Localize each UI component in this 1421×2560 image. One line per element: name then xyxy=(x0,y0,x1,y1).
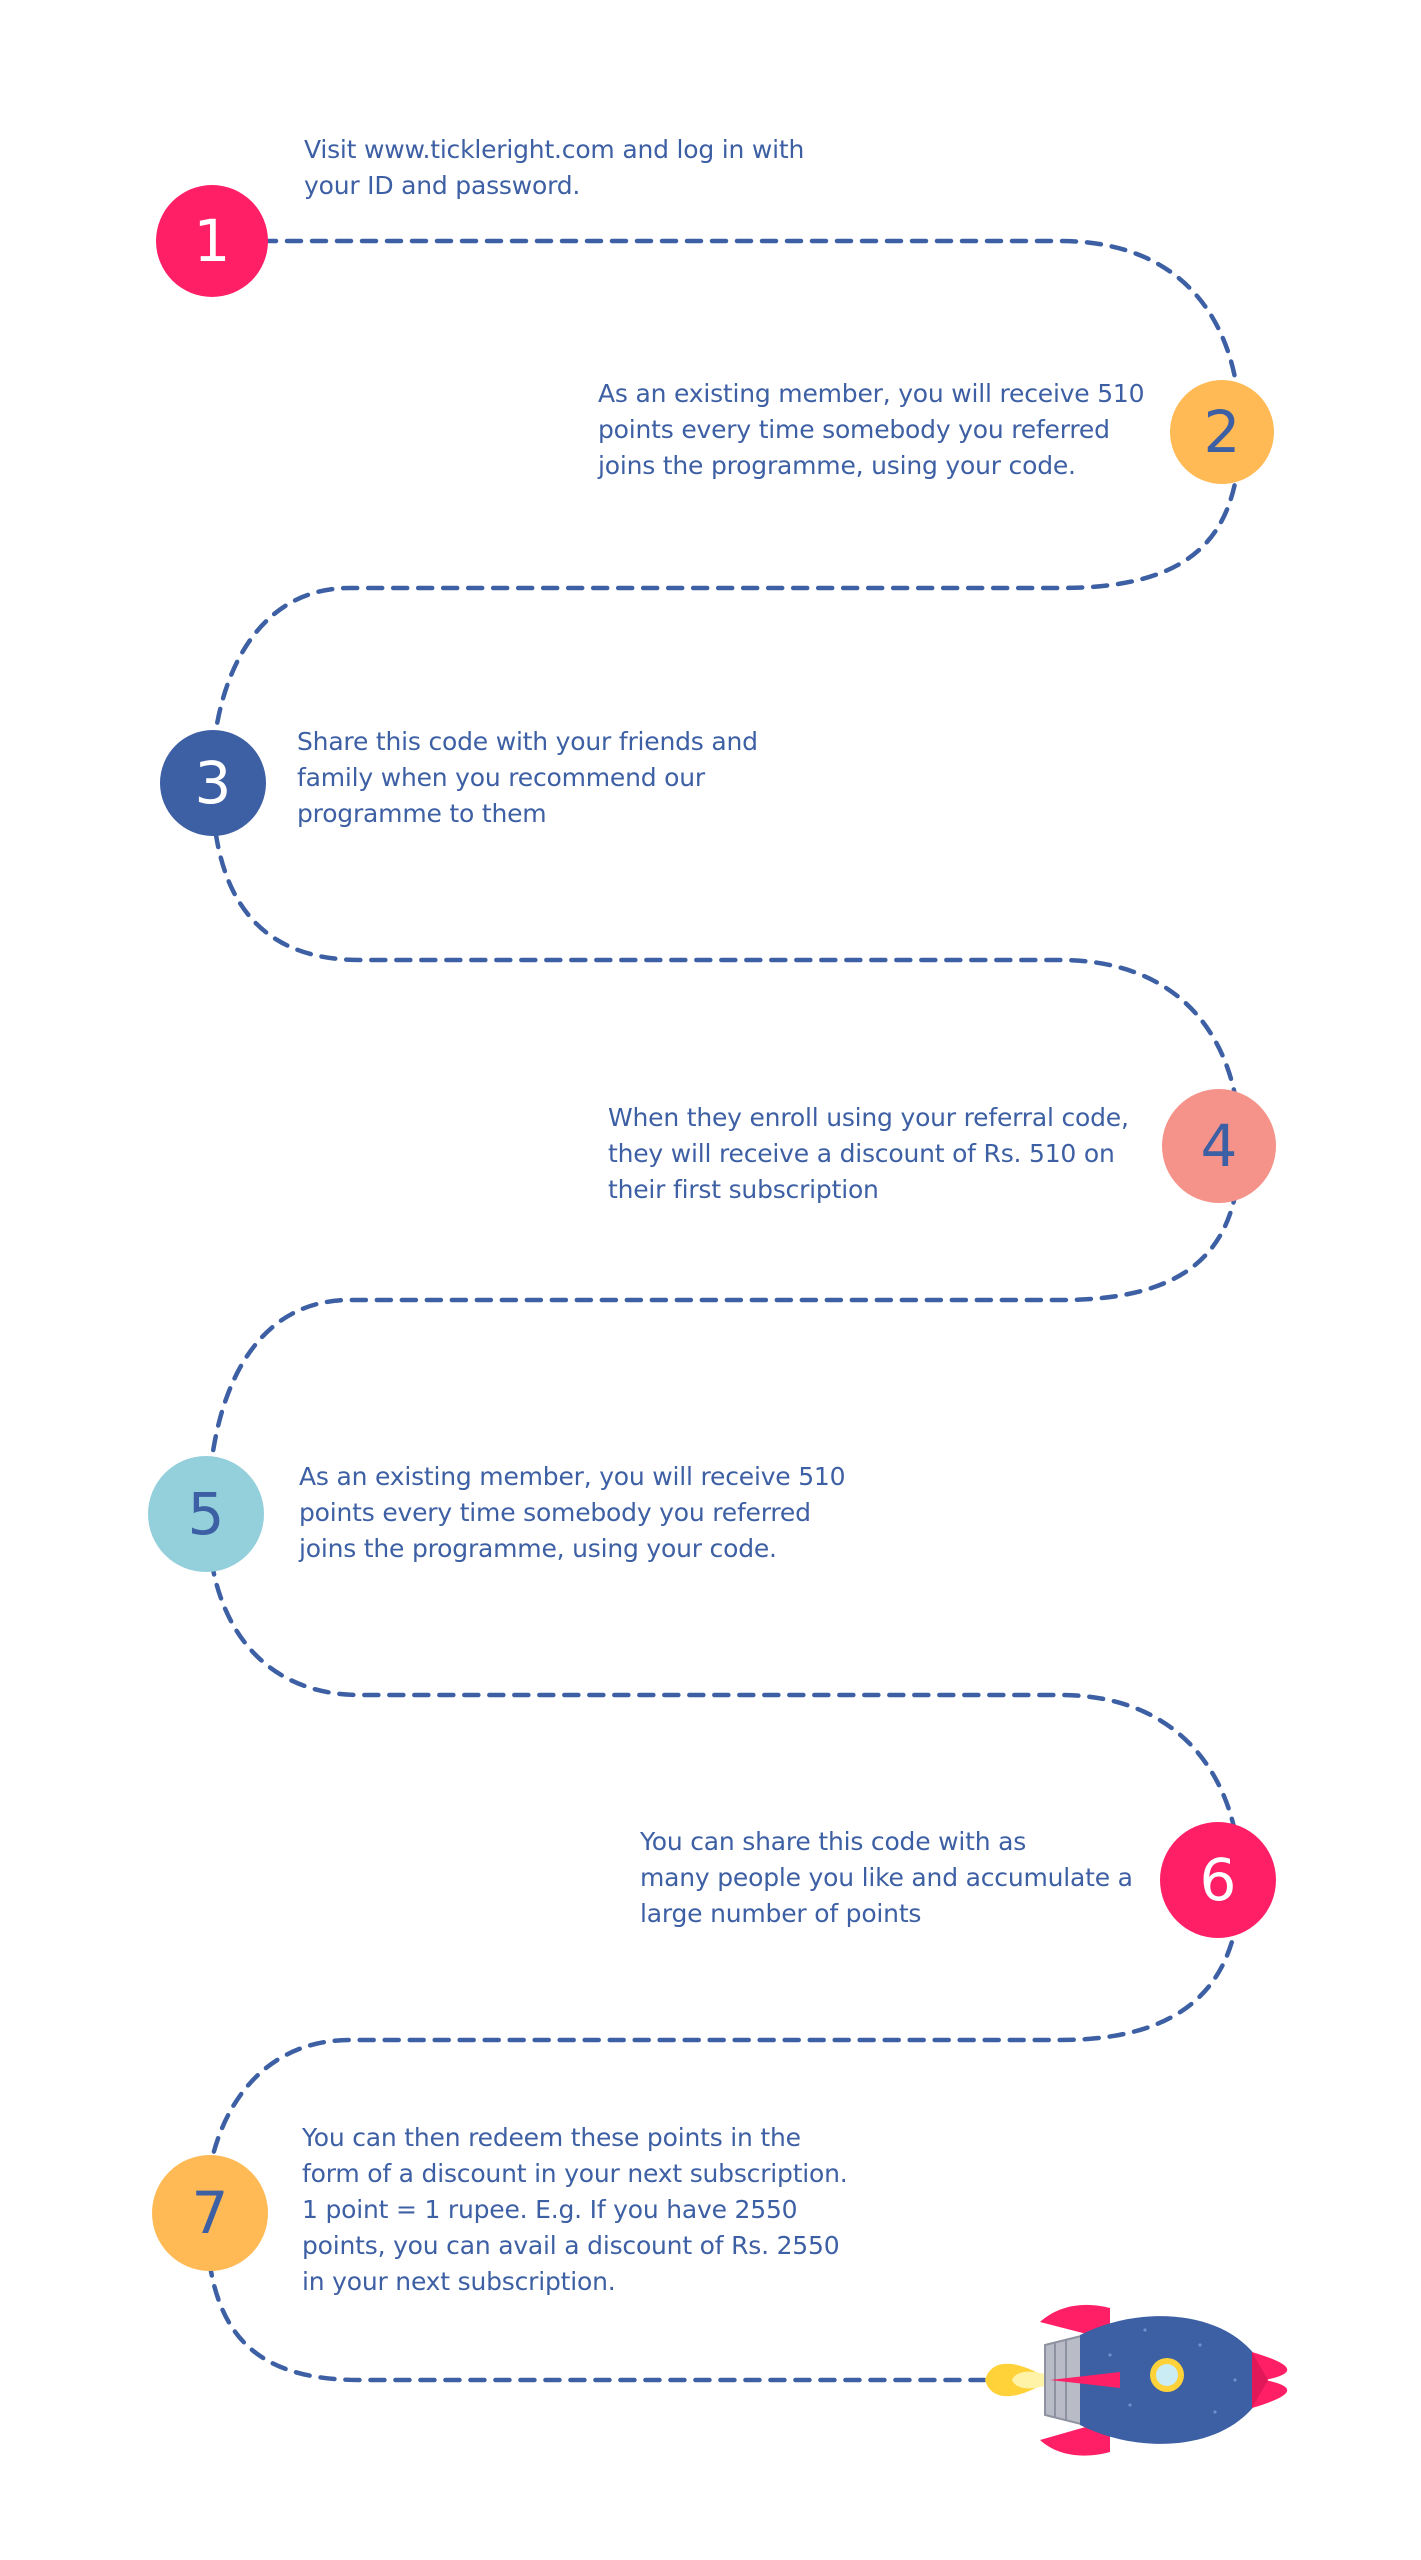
step-3-text: Share this code with your friends and fa… xyxy=(297,727,758,828)
step-4-text: When they enroll using your referral cod… xyxy=(608,1103,1129,1204)
step-4-number: 4 xyxy=(1200,1112,1238,1180)
step-5-text: As an existing member, you will receive … xyxy=(299,1462,846,1563)
step-5-number: 5 xyxy=(187,1480,225,1548)
rocket-middle-fin xyxy=(1050,2372,1120,2388)
step-2-number: 2 xyxy=(1203,398,1241,466)
step-2-text: As an existing member, you will receive … xyxy=(598,379,1145,480)
step-7-number: 7 xyxy=(191,2179,229,2247)
step-3-number: 3 xyxy=(194,749,232,817)
step-6-number: 6 xyxy=(1199,1846,1237,1914)
step-1-number: 1 xyxy=(193,207,231,275)
step-2-badge: 2 xyxy=(1170,380,1274,484)
step-1-text: Visit www.tickleright.com and log in wit… xyxy=(304,135,805,200)
dashed-connector-path xyxy=(203,238,1243,2383)
step-4-badge: 4 xyxy=(1162,1089,1276,1203)
step-7-text: You can then redeem these points in the … xyxy=(302,2123,848,2296)
rocket-nose xyxy=(1252,2352,1288,2408)
step-5-badge: 5 xyxy=(148,1456,264,1572)
step-3-badge: 3 xyxy=(160,730,266,836)
step-6-badge: 6 xyxy=(1160,1822,1276,1938)
step-1-badge: 1 xyxy=(156,185,268,297)
rocket-icon xyxy=(985,2304,1288,2456)
step-6-text: You can share this code with as many peo… xyxy=(640,1827,1133,1928)
step-7-badge: 7 xyxy=(152,2155,268,2271)
